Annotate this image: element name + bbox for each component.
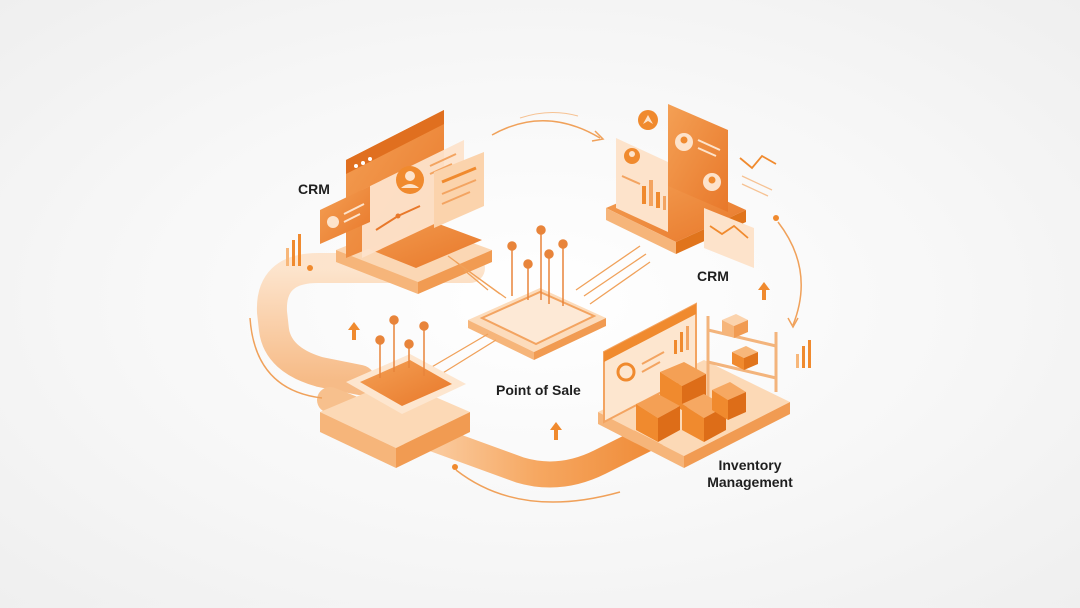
flow-arc-right [777,221,802,326]
chip-platform [320,315,470,468]
user-avatar-icon [396,166,424,194]
crm-left-label: CRM [298,181,330,197]
inventory-management-label: Inventory Management [700,457,800,491]
bar-chart-icon [796,340,811,368]
flow-arc-bottom [455,469,621,503]
user-avatar-icon [703,173,721,191]
flow-arc-left [249,317,323,399]
user-avatar-icon [624,148,640,164]
user-avatar-icon [675,133,693,151]
crm-right-label: CRM [697,268,729,284]
flow-arc-top [491,119,601,139]
conveyor-path [256,253,673,488]
inventory-module [598,302,811,468]
box-icon [722,314,758,370]
bar-chart-icon [642,180,666,210]
user-avatar-icon [327,216,339,228]
box-icon [682,394,726,442]
crm-right-module [606,104,777,268]
crm-left-module [286,110,492,294]
line-chart-icon [739,154,777,197]
shelf-icon [706,316,778,402]
cursor-icon [638,110,658,130]
bar-chart-icon [286,234,301,266]
flow-lines [249,112,802,503]
point-of-sale-label: Point of Sale [496,382,581,398]
box-icon [636,394,680,442]
arrow-head-top [591,130,605,142]
bar-chart-icon [674,326,689,354]
pos-tablet [429,225,651,377]
arrow-up-icon [348,282,770,440]
inventory-label-line2: Management [707,474,793,490]
inventory-label-line1: Inventory [718,457,782,473]
box-icon [712,382,746,420]
